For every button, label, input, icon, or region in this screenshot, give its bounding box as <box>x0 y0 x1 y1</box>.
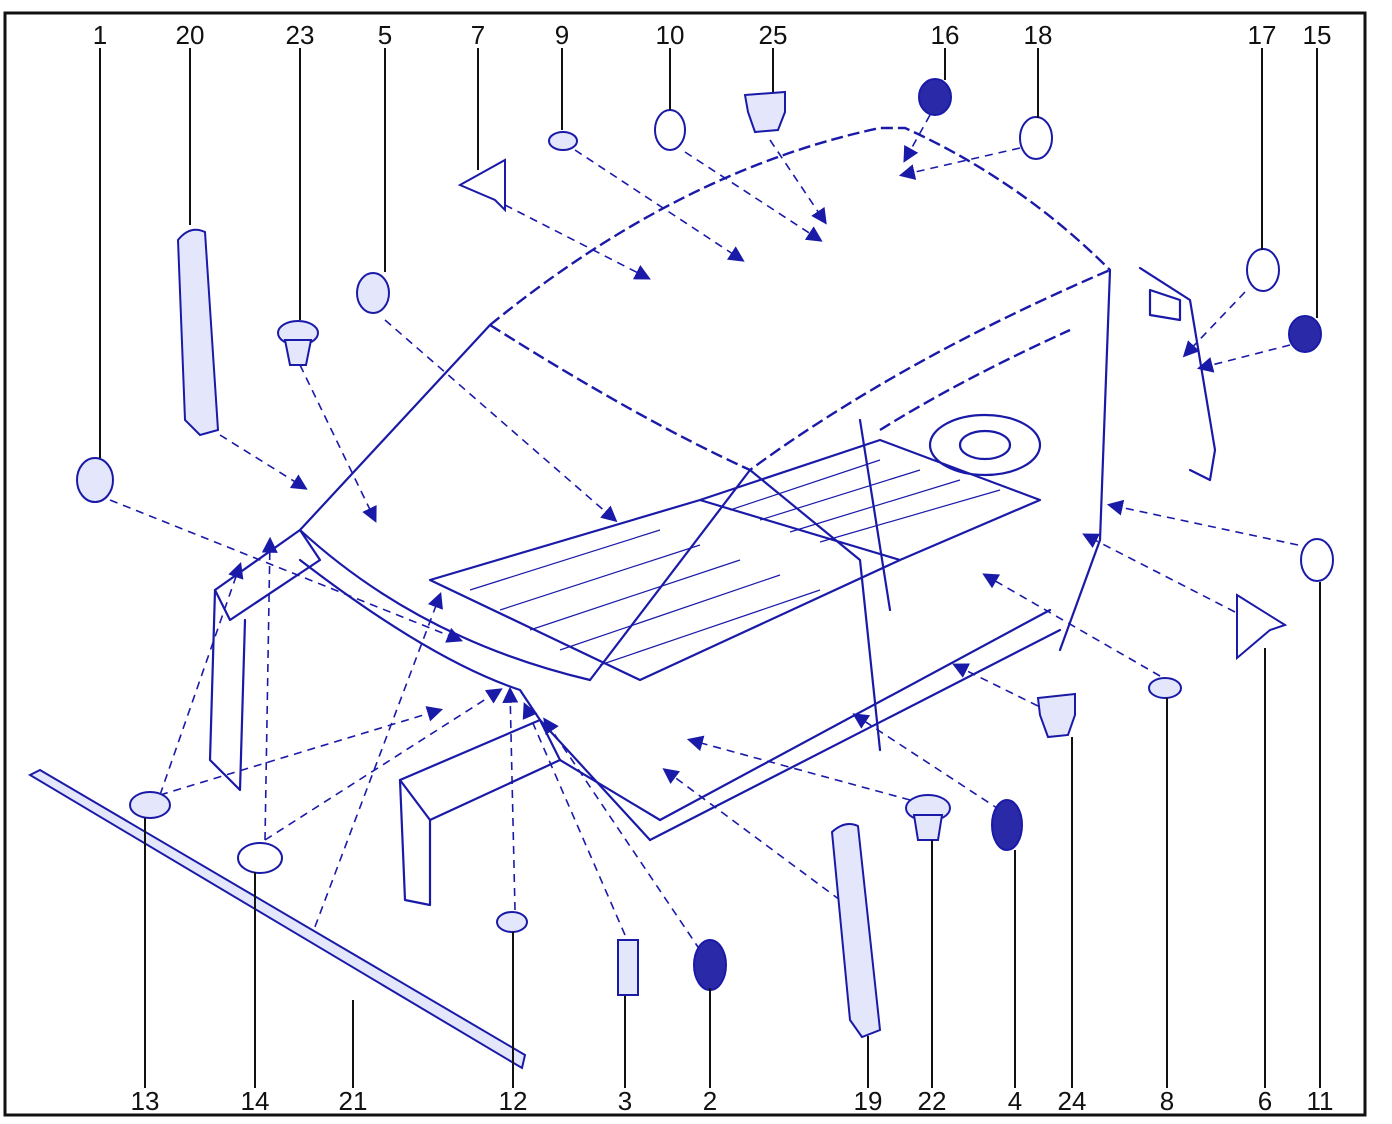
callout-9: 9 <box>555 20 569 50</box>
callout-4: 4 <box>1008 1086 1022 1116</box>
callout-leaders <box>99 48 1321 1088</box>
part-18-icon <box>1019 116 1053 160</box>
part-5-icon <box>356 272 390 314</box>
bottom-callout-labels: 13 14 21 12 3 2 19 22 4 24 8 6 11 <box>131 1086 1334 1116</box>
callout-23: 23 <box>286 20 315 50</box>
part-11-icon <box>1300 538 1334 582</box>
part-21-icon <box>27 768 527 1070</box>
part-22-stem-icon <box>912 814 944 841</box>
part-12-icon <box>496 911 528 933</box>
part-7-icon <box>457 158 506 213</box>
callout-16: 16 <box>931 20 960 50</box>
callout-12: 12 <box>499 1086 528 1116</box>
callout-25: 25 <box>759 20 788 50</box>
part-3-icon <box>617 939 639 996</box>
callout-14: 14 <box>241 1086 270 1116</box>
part-4-icon <box>991 799 1023 851</box>
part-24-icon <box>1036 692 1076 739</box>
callout-1: 1 <box>93 20 107 50</box>
callout-15: 15 <box>1303 20 1332 50</box>
callout-17: 17 <box>1248 20 1277 50</box>
callout-5: 5 <box>378 20 392 50</box>
part-9-icon <box>548 131 578 151</box>
callout-6: 6 <box>1258 1086 1272 1116</box>
callout-19: 19 <box>854 1086 883 1116</box>
callout-2: 2 <box>703 1086 717 1116</box>
part-10-icon <box>654 109 686 151</box>
callout-20: 20 <box>176 20 205 50</box>
part-13-icon <box>129 791 171 819</box>
part-16-icon <box>918 78 952 116</box>
callout-3: 3 <box>618 1086 632 1116</box>
part-15-icon <box>1288 315 1322 353</box>
diagram-frame <box>3 11 1367 1117</box>
part-2-icon <box>693 939 727 991</box>
part-25-icon <box>743 90 786 134</box>
part-23-stem-icon <box>283 339 313 366</box>
callout-13: 13 <box>131 1086 160 1116</box>
part-1-icon <box>76 457 114 503</box>
callout-7: 7 <box>471 20 485 50</box>
callout-18: 18 <box>1024 20 1053 50</box>
part-20-icon <box>176 228 220 437</box>
part-8-icon <box>1148 677 1182 699</box>
car-body-frame <box>208 126 1217 907</box>
top-callout-labels: 1 20 23 5 7 9 10 25 16 18 17 15 <box>93 20 1332 50</box>
part-17-icon <box>1246 248 1280 292</box>
callout-8: 8 <box>1160 1086 1174 1116</box>
callout-10: 10 <box>656 20 685 50</box>
part-19-icon <box>830 823 882 1039</box>
callout-21: 21 <box>339 1086 368 1116</box>
callout-22: 22 <box>918 1086 947 1116</box>
callout-11: 11 <box>1307 1086 1334 1116</box>
leader-arrows <box>109 114 1299 951</box>
part-14-icon <box>237 842 283 874</box>
part-6-icon <box>1236 593 1288 661</box>
loose-parts <box>27 78 1334 1070</box>
callout-24: 24 <box>1058 1086 1087 1116</box>
